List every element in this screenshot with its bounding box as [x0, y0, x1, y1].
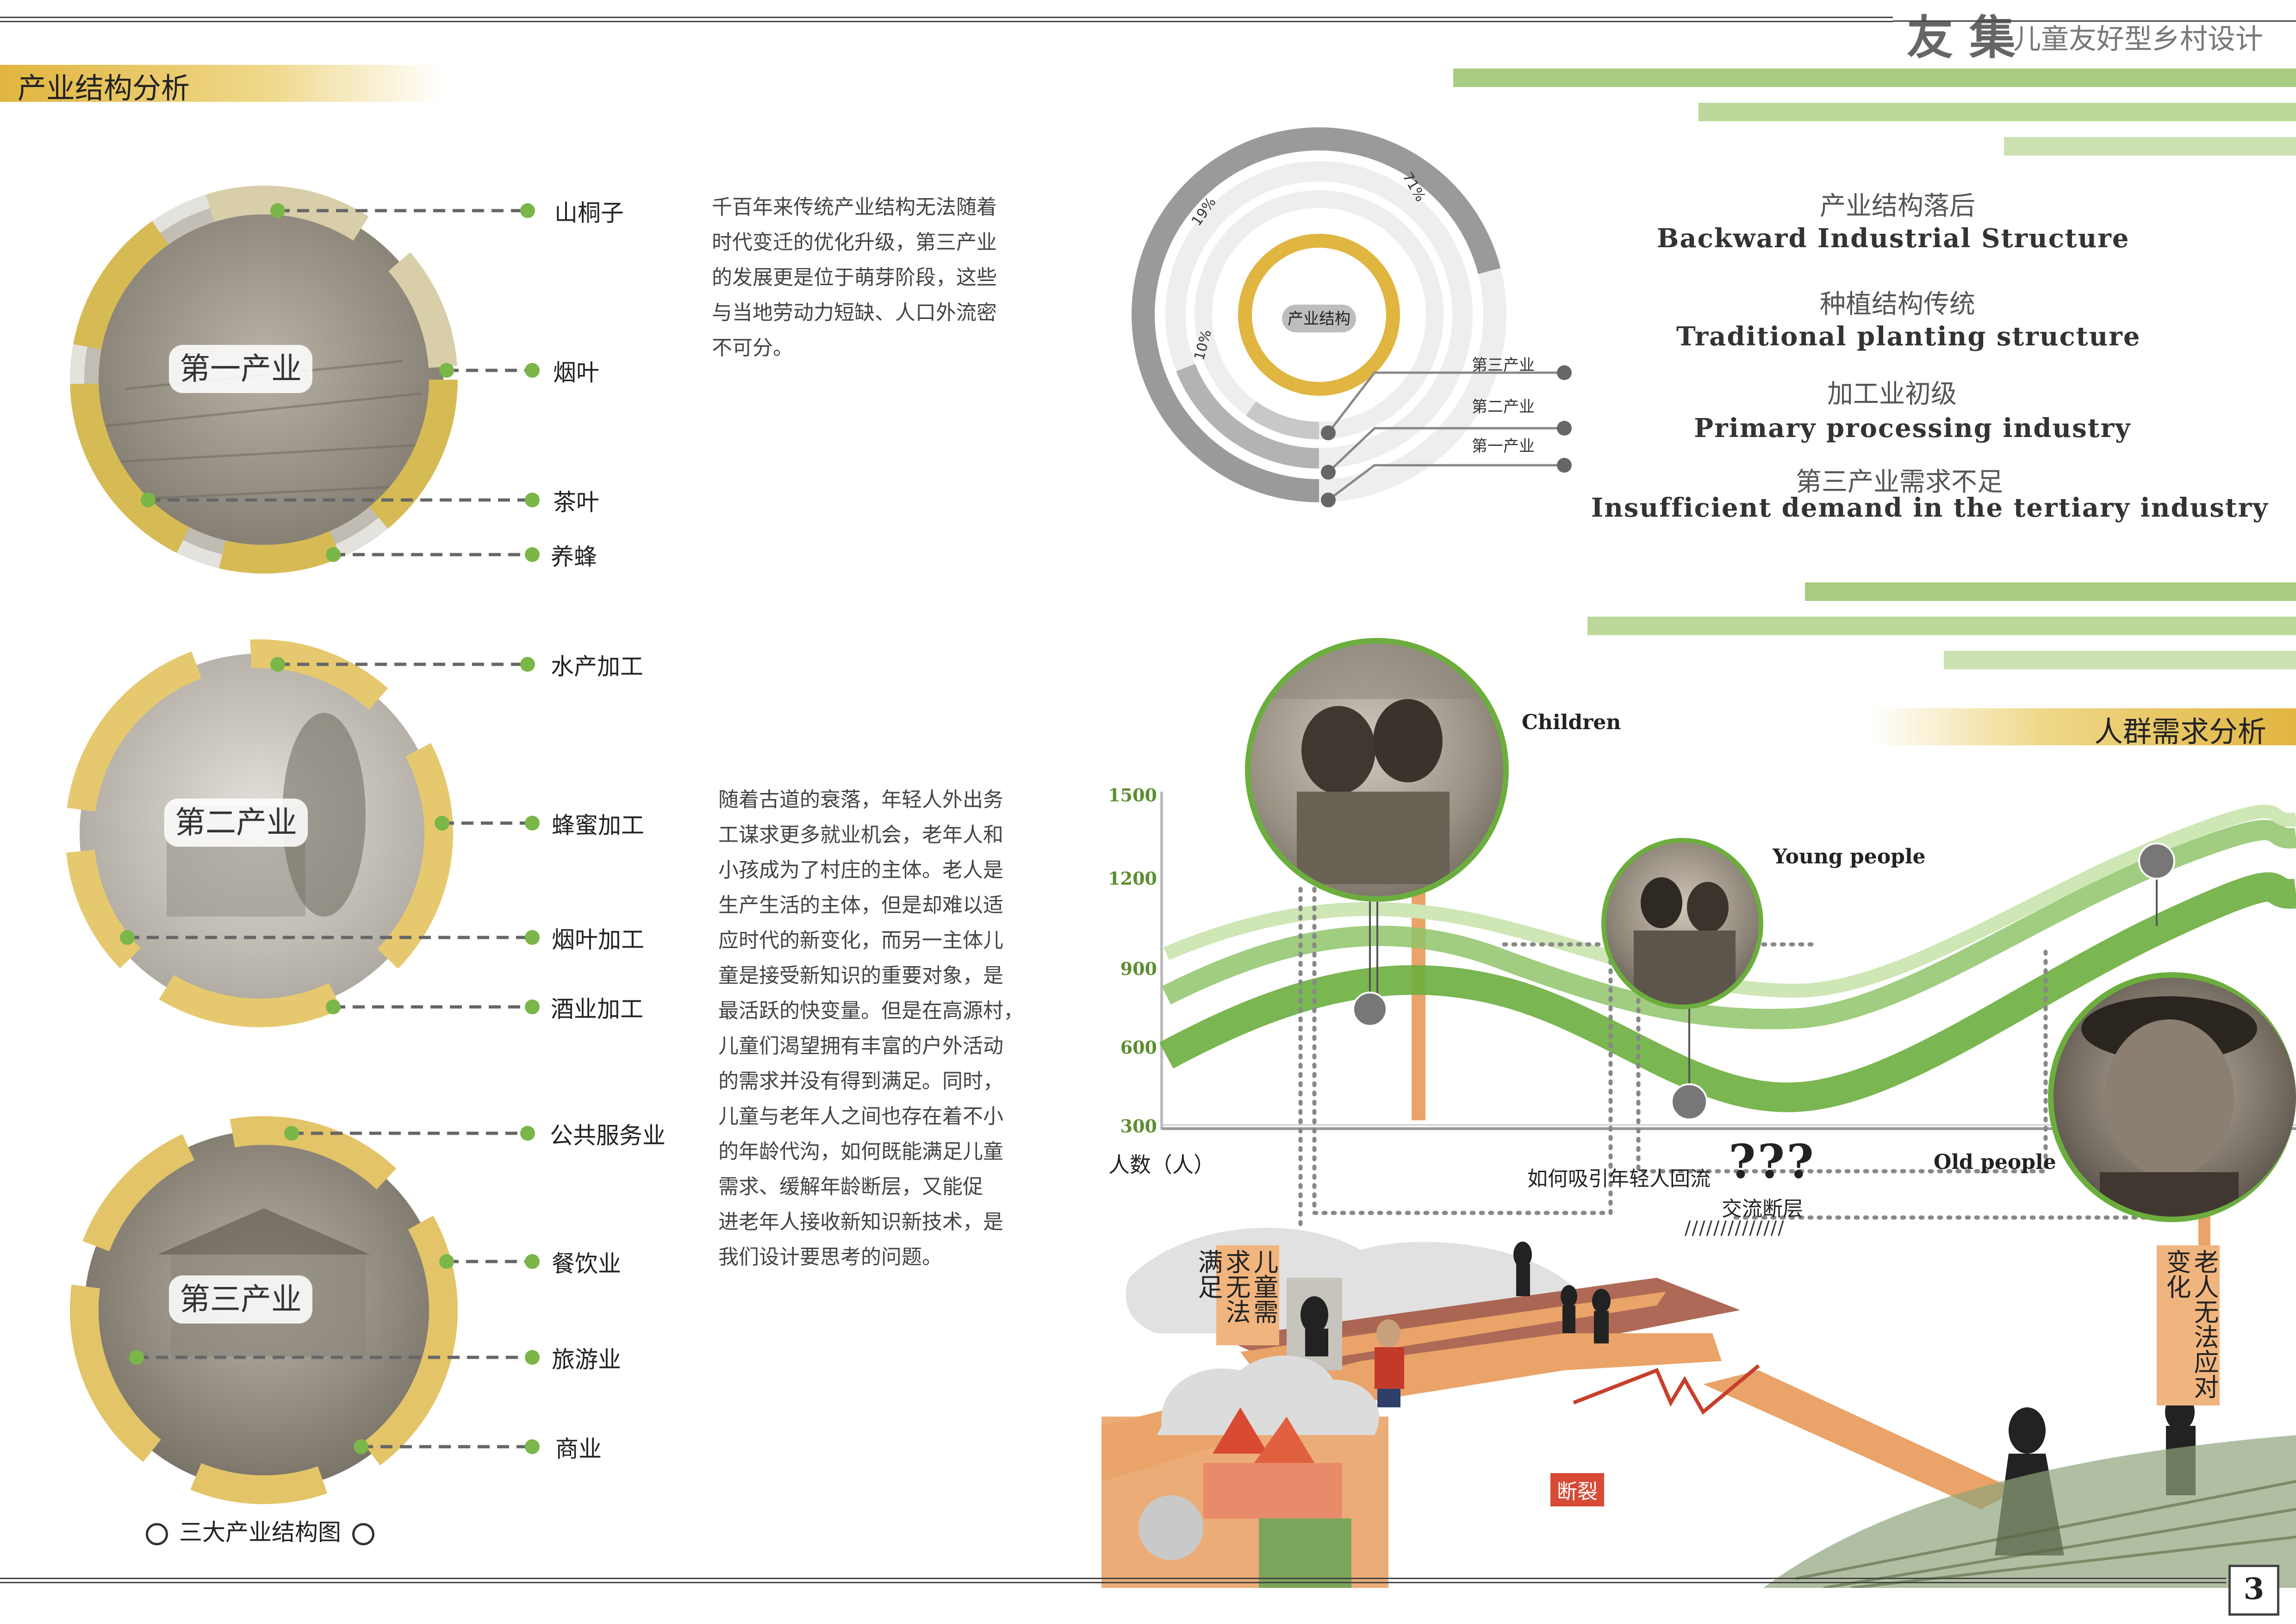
primary-item: 养蜂 — [551, 543, 597, 570]
ring-center-circle — [1238, 234, 1400, 396]
deco-bar — [1587, 617, 2296, 635]
young-marker — [1671, 1083, 1708, 1120]
young-photo — [1601, 838, 1763, 1009]
top-rule — [0, 17, 1893, 22]
children-label: Children — [1522, 711, 1621, 734]
gap-slashes: ////////////// — [1685, 1218, 1785, 1239]
legend-item: 第三产业 — [1472, 356, 1535, 375]
brand-subtitle: 儿童友好型乡村设计 — [2013, 23, 2263, 56]
children-photo — [1245, 638, 1509, 902]
primary-item: 茶叶 — [553, 489, 599, 516]
figure-caption: 三大产业结构图 — [146, 1514, 374, 1547]
secondary-industry-circle: 第二产业 — [65, 639, 454, 1028]
secondary-item: 水产加工 — [551, 653, 643, 680]
wave-band — [1159, 872, 2296, 1112]
ring-center-label: 产业结构 — [1288, 310, 1350, 328]
primary-item: 山桐子 — [554, 200, 624, 226]
scene-illustration — [1101, 1228, 2296, 1588]
child-need-tag: 儿童需求无法满足 — [1194, 1245, 1279, 1345]
y-tick: 1500 — [1108, 785, 1157, 806]
y-tick: 300 — [1120, 1116, 1157, 1137]
legend-item: 第一产业 — [1472, 437, 1535, 456]
playground-structure — [1139, 1407, 1351, 1588]
question-marks: ??? — [1729, 1134, 1816, 1189]
old-marker — [2138, 843, 2175, 880]
wave-band — [1162, 820, 2296, 1030]
y-tick: 1200 — [1108, 868, 1157, 889]
problem-en: Traditional planting structure — [1676, 321, 2141, 352]
wave-band — [1164, 805, 2296, 998]
old-photo — [2048, 972, 2296, 1222]
y-unit: 人数（人） — [1108, 1152, 1215, 1177]
legend-leaders — [1327, 371, 1564, 501]
path-right — [1703, 1370, 2018, 1509]
playground-cloud — [1157, 1355, 1379, 1435]
y-tick: 600 — [1120, 1037, 1157, 1058]
caption-circle-icon — [352, 1523, 374, 1545]
ring-arc-tertiary — [1132, 127, 1501, 502]
ring-center-pill — [1282, 305, 1356, 332]
deco-bar — [1699, 103, 2296, 121]
demand-chart — [1159, 792, 2296, 1305]
primary-industry-circle: 第一产业 — [69, 185, 458, 574]
problem-cn: 产业结构落后 — [1820, 191, 1975, 221]
problem-en: Primary processing industry — [1694, 413, 2131, 443]
section-band — [0, 65, 444, 102]
primary-industry-label: 第一产业 — [169, 345, 312, 393]
children-marker — [1352, 992, 1388, 1027]
young-label: Young people — [1773, 845, 1926, 868]
break-zigzag-icon — [1573, 1364, 1760, 1415]
field-terrain — [1763, 1435, 2296, 1588]
y-tick: 900 — [1120, 958, 1157, 979]
tertiary-item: 旅游业 — [552, 1346, 621, 1373]
tertiary-item: 餐饮业 — [552, 1250, 621, 1277]
tertiary-item: 商业 — [555, 1436, 602, 1462]
leader-lines — [120, 203, 540, 1454]
page-number-box: 3 — [2228, 1565, 2279, 1616]
old-label: Old people — [1934, 1150, 2056, 1174]
tertiary-industry-label: 第三产业 — [169, 1275, 312, 1324]
secondary-item: 烟叶加工 — [552, 926, 644, 953]
path-upper — [1240, 1292, 1666, 1370]
secondary-item: 酒业加工 — [551, 996, 643, 1023]
problem-cn: 加工业初级 — [1827, 379, 1957, 409]
demand-section-title: 人群需求分析 — [2094, 715, 2267, 749]
page-number: 3 — [2243, 1572, 2265, 1606]
old-cope-tag: 老人无法应对变化 — [2157, 1245, 2220, 1405]
population-description: 随着古道的衰落，年轻人外出务 工谋求更多就业机会，老年人和 小孩成为了村庄的主体… — [718, 788, 1024, 1269]
brand-logo: 友 集 — [1907, 10, 2016, 65]
gap-label: 交流断层 — [1722, 1197, 1803, 1221]
secondary-item: 蜂蜜加工 — [552, 812, 644, 839]
break-tag: 断裂 — [1550, 1473, 1604, 1506]
deco-bar — [2004, 137, 2296, 156]
legend-item: 第二产业 — [1472, 398, 1535, 416]
tertiary-item: 公共服务业 — [550, 1122, 666, 1149]
bottom-rule — [0, 1578, 2226, 1583]
ring-arc-secondary — [1176, 363, 1319, 468]
deco-bar — [1453, 69, 2296, 87]
brand-underline — [1893, 17, 2296, 22]
deco-bar — [1944, 651, 2296, 669]
industry-ring-chart: 产业结构 71% 19% 10% 第三产业 第二产业 第一产业 — [1132, 127, 1572, 507]
problem-en: Insufficient demand in the tertiary indu… — [1591, 493, 2269, 523]
problem-en: Backward Industrial Structure — [1657, 223, 2130, 254]
problem-cn: 种植结构传统 — [1820, 289, 1975, 319]
primary-item: 烟叶 — [553, 359, 599, 386]
secondary-industry-label: 第二产业 — [164, 799, 308, 847]
ring-arc-primary — [1245, 401, 1319, 439]
section-band — [1870, 708, 2296, 745]
ring-arcs — [1132, 127, 1506, 502]
industry-description: 千百年来传统产业结构无法随着 时代变迁的优化升级，第三产业 的发展更是位于萌芽阶… — [712, 195, 997, 360]
child-figure — [1375, 1319, 1404, 1407]
deco-bar — [1805, 582, 2296, 601]
section-title: 产业结构分析 — [18, 71, 190, 105]
caption-circle-icon — [146, 1523, 168, 1545]
caption-text: 三大产业结构图 — [179, 1519, 341, 1546]
tertiary-industry-circle: 第三产业 — [69, 1116, 458, 1505]
question-text: 如何吸引年轻人回流 — [1527, 1167, 1711, 1191]
problem-cn: 第三产业需求不足 — [1796, 467, 2003, 497]
